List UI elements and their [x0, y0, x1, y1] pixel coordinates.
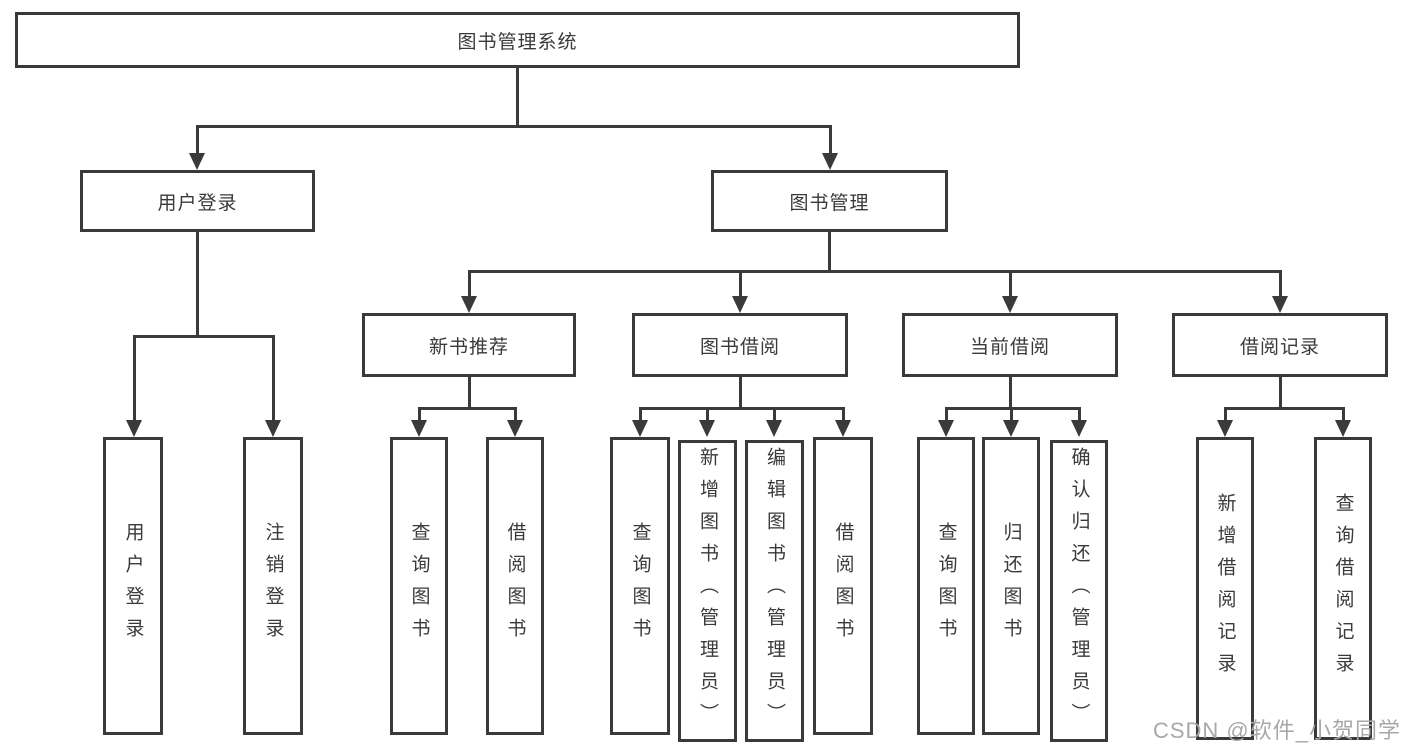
connector-line [1342, 407, 1345, 421]
leaf-return-books: 归还图书 [982, 437, 1040, 735]
node-label: 新增图书（管理员） [697, 447, 718, 735]
arrowhead-down-icon [835, 420, 851, 437]
connector-line [514, 407, 517, 421]
leaf-add-borrow-record: 新增借阅记录 [1196, 437, 1254, 740]
node-label: 注销登录 [262, 522, 284, 650]
node-label: 图书借阅 [699, 336, 780, 358]
leaf-query-books-current: 查询图书 [917, 437, 975, 735]
node-label: 新书推荐 [428, 336, 509, 358]
connector-line [196, 232, 199, 337]
connector-line [842, 407, 845, 421]
connector-line [739, 270, 742, 297]
node-borrow-records: 借阅记录 [1172, 313, 1388, 377]
arrowhead-down-icon [632, 420, 648, 437]
node-new-book-recommend: 新书推荐 [362, 313, 576, 377]
arrowhead-down-icon [822, 153, 838, 170]
leaf-borrow-books: 借阅图书 [813, 437, 873, 735]
node-label: 新增借阅记录 [1214, 492, 1236, 685]
node-label: 编辑图书（管理员） [764, 447, 785, 735]
connector-line [133, 335, 136, 420]
arrowhead-down-icon [1272, 296, 1288, 313]
connector-line [945, 407, 1081, 410]
connector-line [1279, 377, 1282, 409]
leaf-query-borrow-record: 查询借阅记录 [1314, 437, 1372, 740]
connector-line [196, 125, 199, 153]
arrowhead-down-icon [1002, 296, 1018, 313]
arrowhead-down-icon [1003, 420, 1019, 437]
node-label: 查询图书 [629, 522, 651, 650]
node-label: 借阅图书 [832, 522, 854, 650]
connector-line [133, 335, 275, 338]
connector-line [1009, 377, 1012, 409]
csdn-watermark: CSDN @软件_小贺同学 [1152, 718, 1401, 743]
arrowhead-down-icon [265, 420, 281, 437]
node-library-system: 图书管理系统 [15, 12, 1020, 68]
connector-line [739, 377, 742, 409]
connector-line [829, 125, 832, 153]
arrowhead-down-icon [411, 420, 427, 437]
node-label: 确认归还（管理员） [1068, 447, 1090, 735]
leaf-borrow-books-recommend: 借阅图书 [486, 437, 544, 735]
arrowhead-down-icon [507, 420, 523, 437]
connector-line [272, 335, 275, 420]
arrowhead-down-icon [126, 420, 142, 437]
leaf-edit-books-admin: 编辑图书（管理员） [745, 440, 804, 742]
connector-line [418, 407, 517, 410]
connector-line [1009, 270, 1012, 297]
connector-line [639, 407, 642, 421]
node-label: 用户登录 [122, 522, 144, 650]
connector-line [196, 125, 832, 128]
connector-line [1279, 270, 1282, 297]
leaf-query-books-borrowing: 查询图书 [610, 437, 670, 735]
leaf-add-books-admin: 新增图书（管理员） [678, 440, 737, 742]
leaf-query-books-recommend: 查询图书 [390, 437, 448, 735]
arrowhead-down-icon [766, 420, 782, 437]
connector-line [639, 407, 845, 410]
connector-line [468, 377, 471, 409]
arrowhead-down-icon [699, 420, 715, 437]
arrowhead-down-icon [189, 153, 205, 170]
node-label: 用户登录 [157, 192, 238, 214]
arrowhead-down-icon [1217, 420, 1233, 437]
arrowhead-down-icon [1071, 420, 1087, 437]
arrowhead-down-icon [461, 296, 477, 313]
connector-line [1010, 407, 1013, 421]
connector-line [468, 270, 471, 297]
node-label: 当前借阅 [969, 336, 1050, 358]
connector-line [706, 407, 709, 421]
node-book-management: 图书管理 [711, 170, 948, 232]
node-user-login: 用户登录 [80, 170, 315, 232]
connector-line [468, 270, 1282, 273]
leaf-user-login: 用户登录 [103, 437, 163, 735]
connector-line [1224, 407, 1227, 421]
node-label: 归还图书 [1000, 522, 1022, 650]
connector-line [945, 407, 948, 421]
connector-line [1078, 407, 1081, 421]
node-label: 查询图书 [935, 522, 957, 650]
leaf-logout: 注销登录 [243, 437, 303, 735]
node-label: 查询借阅记录 [1332, 492, 1354, 685]
arrowhead-down-icon [1335, 420, 1351, 437]
connector-line [828, 232, 831, 272]
node-label: 图书管理系统 [457, 31, 578, 53]
connector-line [516, 68, 519, 126]
node-label: 查询图书 [408, 522, 430, 650]
connector-line [773, 407, 776, 421]
node-label: 图书管理 [789, 192, 870, 214]
arrowhead-down-icon [732, 296, 748, 313]
leaf-confirm-return-admin: 确认归还（管理员） [1050, 440, 1108, 742]
node-label: 借阅图书 [504, 522, 526, 650]
connector-line [1224, 407, 1344, 410]
node-current-borrowing: 当前借阅 [902, 313, 1118, 377]
node-book-borrowing: 图书借阅 [632, 313, 848, 377]
connector-line [418, 407, 421, 421]
arrowhead-down-icon [938, 420, 954, 437]
node-label: 借阅记录 [1239, 336, 1320, 358]
